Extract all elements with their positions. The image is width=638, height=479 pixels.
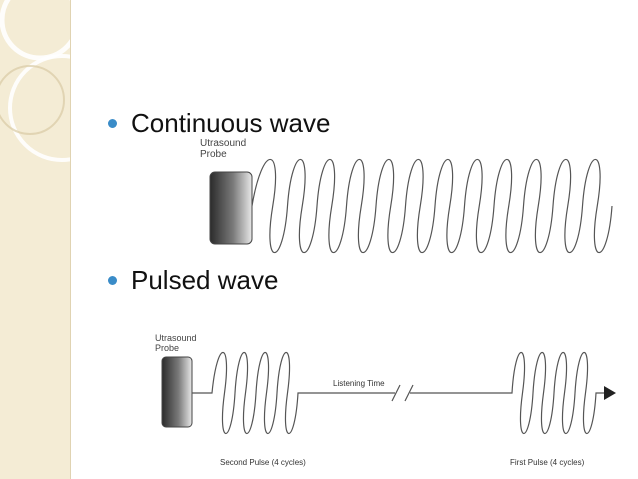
decorative-sidebar	[0, 0, 71, 479]
listening-time-label: Listening Time	[333, 379, 385, 388]
probe-label-line1: Utrasound	[155, 333, 197, 343]
bullet-text: Continuous wave	[131, 108, 331, 138]
pulsed-probe-icon	[161, 356, 193, 428]
bullet-dot-icon	[108, 119, 117, 128]
bullet-dot-icon	[108, 276, 117, 285]
first-pulse-label: First Pulse (4 cycles)	[510, 458, 585, 467]
bullet-text: Pulsed wave	[131, 265, 279, 295]
arrow-head-icon	[604, 386, 616, 400]
continuous-probe-icon	[209, 171, 253, 245]
decorative-circles	[0, 0, 70, 162]
pulsed-probe-label: Utrasound Probe	[155, 333, 197, 353]
continuous-probe-label: Utrasound Probe	[200, 138, 246, 160]
pulsed-wave-line	[192, 351, 606, 435]
bullet-continuous-wave: Continuous wave	[108, 108, 330, 139]
second-pulse-label: Second Pulse (4 cycles)	[220, 458, 306, 467]
probe-label-line2: Probe	[155, 343, 180, 353]
probe-label-line1: Utrasound	[200, 138, 247, 149]
continuous-wave-line	[251, 159, 613, 253]
probe-label-line2: Probe	[200, 149, 227, 160]
bullet-pulsed-wave: Pulsed wave	[108, 265, 278, 296]
